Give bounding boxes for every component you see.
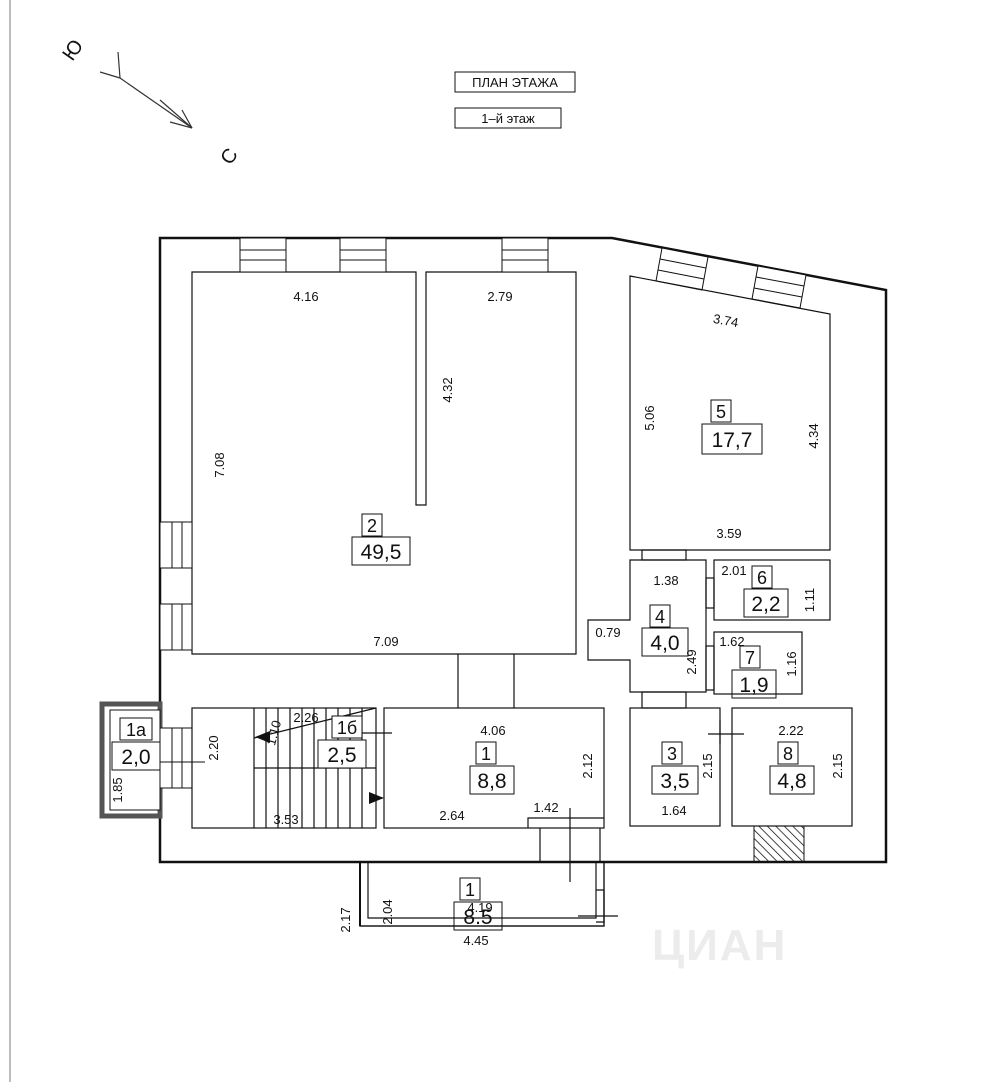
svg-text:7.09: 7.09 bbox=[373, 634, 398, 649]
stair-arrow-right bbox=[369, 792, 384, 804]
svg-text:1.16: 1.16 bbox=[784, 651, 799, 676]
windows bbox=[159, 237, 807, 651]
svg-text:2.01: 2.01 bbox=[721, 563, 746, 578]
dimension-labels: 4.16 2.79 4.32 7.08 7.09 3.74 5.06 4.34 … bbox=[110, 289, 845, 948]
svg-text:2.22: 2.22 bbox=[778, 723, 803, 738]
svg-text:2.64: 2.64 bbox=[439, 808, 464, 823]
svg-text:1.11: 1.11 bbox=[802, 588, 817, 612]
svg-text:2.17: 2.17 bbox=[338, 907, 353, 932]
svg-text:49,5: 49,5 bbox=[361, 541, 402, 564]
floor-title: 1–й этаж bbox=[481, 111, 535, 126]
corridor-walls bbox=[457, 654, 515, 708]
room-3-walls bbox=[629, 707, 744, 827]
plan-title: ПЛАН ЭТАЖА bbox=[472, 75, 558, 90]
room-label-2: 2 49,5 bbox=[351, 513, 411, 566]
svg-text:1а: 1а bbox=[126, 720, 147, 740]
compass-arrow bbox=[99, 51, 193, 129]
svg-text:4.06: 4.06 bbox=[480, 723, 505, 738]
compass-north-label: С bbox=[216, 144, 242, 168]
svg-text:8,8: 8,8 bbox=[477, 770, 506, 793]
svg-text:4.34: 4.34 bbox=[806, 423, 821, 448]
svg-text:2.20: 2.20 bbox=[206, 735, 221, 760]
watermark: ЦИАН bbox=[652, 921, 787, 970]
svg-text:5: 5 bbox=[716, 402, 726, 422]
svg-text:2.15: 2.15 bbox=[830, 753, 845, 778]
room-label-6: 6 2,2 bbox=[743, 565, 789, 618]
svg-text:4,8: 4,8 bbox=[777, 770, 806, 793]
svg-text:17,7: 17,7 bbox=[712, 429, 753, 452]
svg-text:2.79: 2.79 bbox=[487, 289, 512, 304]
svg-text:3.74: 3.74 bbox=[712, 311, 740, 330]
floor-title-box bbox=[454, 107, 562, 129]
svg-text:1.85: 1.85 bbox=[110, 777, 125, 802]
svg-text:1б: 1б bbox=[337, 718, 357, 738]
svg-text:4.32: 4.32 bbox=[440, 377, 455, 402]
svg-text:0.79: 0.79 bbox=[595, 625, 620, 640]
room-label-1: 1 8,8 bbox=[469, 741, 515, 795]
room-label-4: 4 4,0 bbox=[641, 604, 689, 657]
room-4-walls bbox=[587, 549, 715, 709]
room-label-3: 3 3,5 bbox=[651, 741, 699, 795]
svg-text:1,9: 1,9 bbox=[739, 674, 768, 697]
svg-text:1.64: 1.64 bbox=[661, 803, 686, 818]
stair-hall-walls bbox=[191, 707, 392, 829]
room-label-8: 8 4,8 bbox=[769, 741, 815, 795]
svg-text:4,0: 4,0 bbox=[650, 632, 679, 655]
compass-south-label: Ю bbox=[58, 36, 88, 65]
svg-text:2.04: 2.04 bbox=[380, 899, 395, 924]
room-label-1a: 1а 2,0 bbox=[111, 717, 161, 771]
svg-text:1.10: 1.10 bbox=[263, 719, 284, 747]
room-label-5: 5 17,7 bbox=[701, 399, 763, 455]
svg-text:6: 6 bbox=[757, 568, 767, 588]
svg-text:1.38: 1.38 bbox=[653, 573, 678, 588]
svg-text:3.59: 3.59 bbox=[716, 526, 741, 541]
room-label-1b: 1б 2,5 bbox=[317, 715, 367, 769]
svg-text:2,2: 2,2 bbox=[751, 593, 780, 616]
svg-text:8.5: 8.5 bbox=[463, 906, 492, 929]
svg-text:1: 1 bbox=[481, 744, 491, 764]
room-label-porch: 1 8.5 bbox=[453, 877, 503, 931]
page-left-border bbox=[9, 0, 11, 1082]
svg-text:5.06: 5.06 bbox=[642, 405, 657, 430]
svg-text:1.42: 1.42 bbox=[533, 800, 558, 815]
porch-double-wall bbox=[359, 862, 618, 927]
svg-text:4.19: 4.19 bbox=[467, 900, 492, 915]
svg-text:7: 7 bbox=[745, 648, 755, 668]
svg-text:7.08: 7.08 bbox=[212, 452, 227, 477]
svg-text:8: 8 bbox=[783, 744, 793, 764]
svg-text:2.49: 2.49 bbox=[684, 649, 699, 674]
svg-text:1.62: 1.62 bbox=[719, 634, 744, 649]
svg-text:2,5: 2,5 bbox=[327, 744, 356, 767]
room-2-walls bbox=[191, 271, 577, 655]
room-5-walls bbox=[629, 275, 831, 551]
room-8-walls bbox=[731, 707, 853, 863]
svg-text:2.12: 2.12 bbox=[580, 753, 595, 778]
svg-text:1: 1 bbox=[465, 880, 475, 900]
room-label-7: 7 1,9 bbox=[731, 645, 777, 699]
svg-text:3: 3 bbox=[667, 744, 677, 764]
room-6-walls bbox=[713, 559, 831, 621]
stair-arrow-left bbox=[255, 731, 270, 743]
plan-title-box bbox=[454, 71, 576, 93]
svg-text:4: 4 bbox=[655, 607, 665, 627]
svg-text:2.26: 2.26 bbox=[293, 710, 318, 725]
room-1-walls bbox=[383, 707, 605, 882]
svg-text:2.15: 2.15 bbox=[700, 753, 715, 778]
svg-text:3.53: 3.53 bbox=[273, 812, 298, 827]
svg-text:2,0: 2,0 bbox=[121, 746, 150, 769]
svg-text:4.45: 4.45 bbox=[463, 933, 488, 948]
svg-text:4.16: 4.16 bbox=[293, 289, 318, 304]
room-7-walls bbox=[713, 631, 803, 695]
svg-text:3,5: 3,5 bbox=[660, 770, 689, 793]
svg-text:2: 2 bbox=[367, 516, 377, 536]
